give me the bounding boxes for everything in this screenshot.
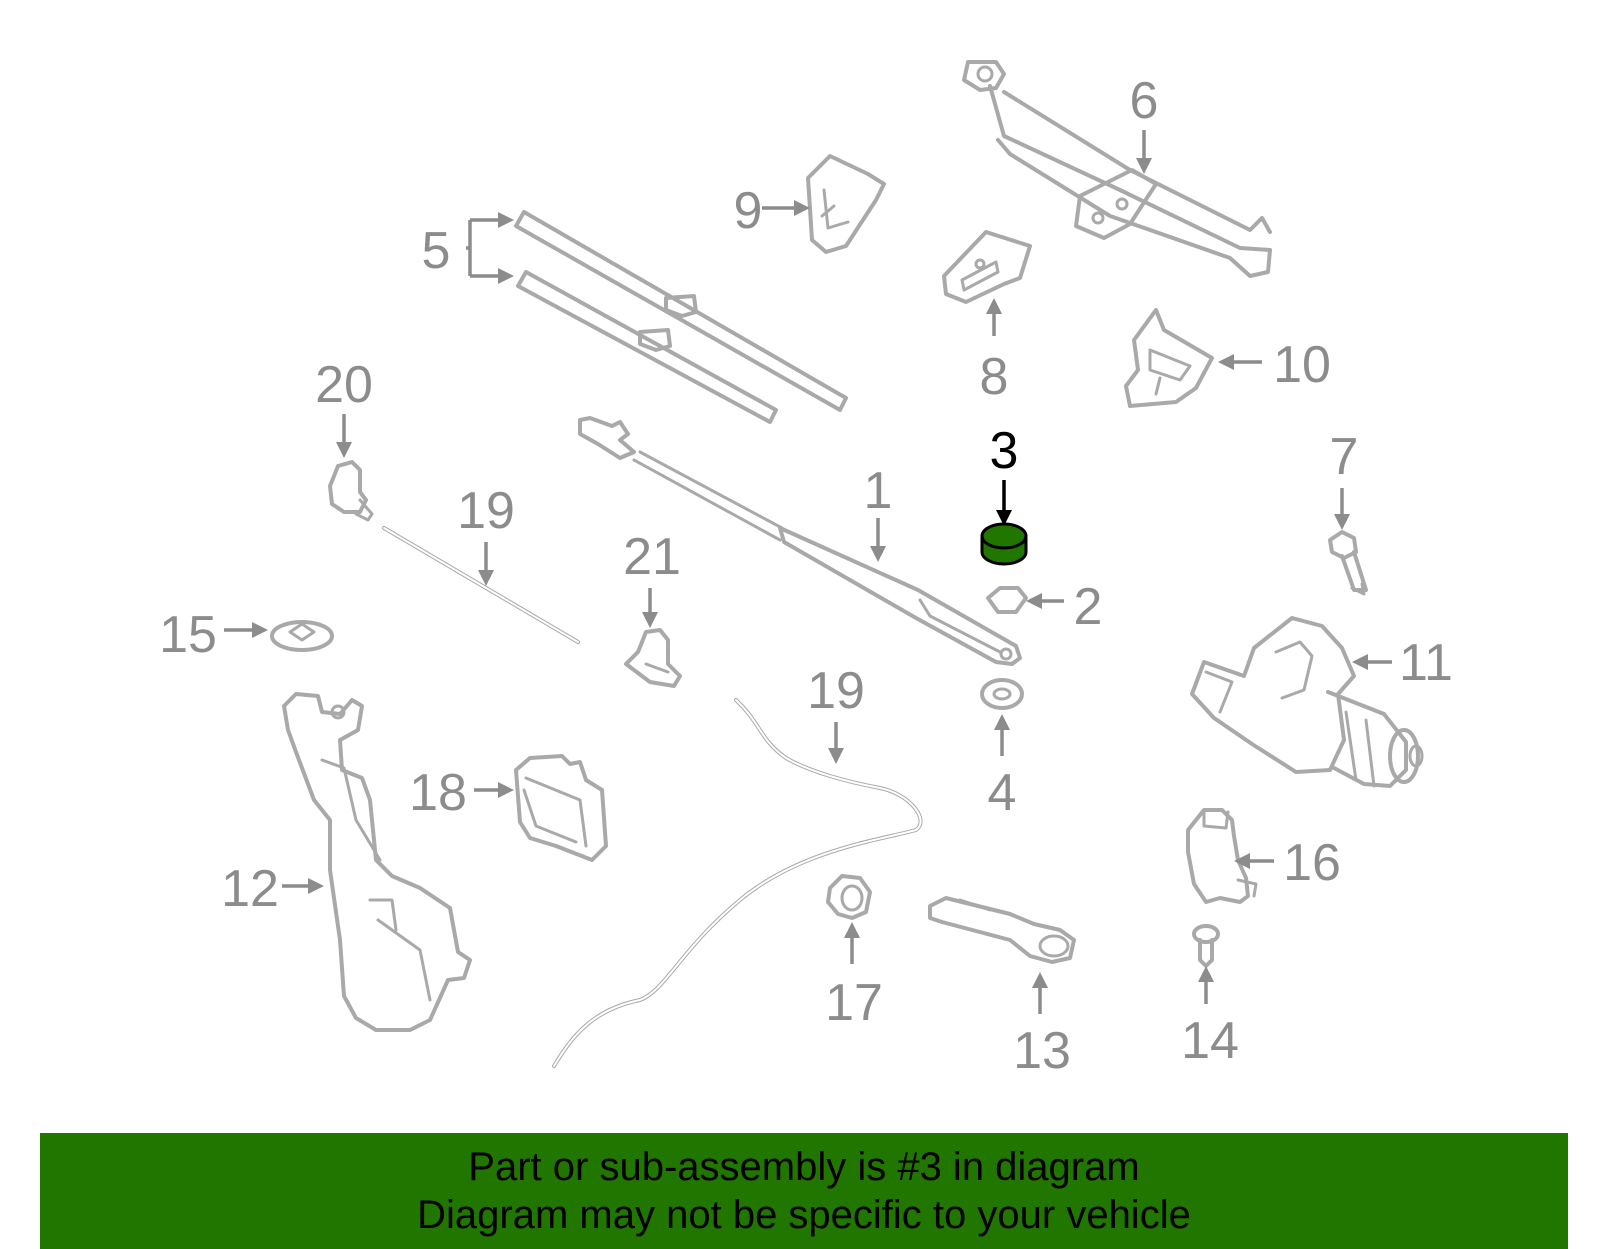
- part-9-bracket[interactable]: [806, 154, 886, 254]
- svg-text:21: 21: [623, 528, 681, 586]
- svg-text:9: 9: [734, 182, 763, 240]
- svg-text:5: 5: [422, 222, 451, 280]
- callout-17: 17: [825, 922, 883, 1032]
- part-12-washer-reservoir[interactable]: [282, 692, 472, 1032]
- part-11-wiper-motor[interactable]: [1190, 616, 1424, 788]
- svg-text:1: 1: [864, 462, 893, 520]
- callout-9: 9: [734, 182, 810, 240]
- svg-text:4: 4: [988, 764, 1017, 822]
- svg-text:19: 19: [807, 662, 865, 720]
- part-21-nozzle[interactable]: [624, 628, 682, 688]
- svg-text:11: 11: [1399, 634, 1453, 692]
- callout-1: 1: [864, 462, 893, 562]
- part-10-bracket[interactable]: [1124, 308, 1214, 408]
- callout-19a: 19: [457, 482, 515, 586]
- parts-diagram: 6 9 5 8: [159, 60, 1453, 1080]
- svg-text:8: 8: [980, 348, 1009, 406]
- callout-4: 4: [988, 714, 1017, 822]
- callout-3: 3: [990, 422, 1019, 526]
- svg-text:18: 18: [409, 764, 467, 822]
- part-8-bracket[interactable]: [942, 230, 1032, 304]
- part-1-wiper-arm[interactable]: [578, 416, 1022, 666]
- svg-text:19: 19: [457, 482, 515, 540]
- callout-8: 8: [980, 298, 1009, 406]
- part-19-hose-long[interactable]: [552, 698, 923, 1068]
- info-banner: Part or sub-assembly is #3 in diagram Di…: [40, 1133, 1568, 1249]
- svg-text:6: 6: [1130, 72, 1159, 130]
- part-19-hose-short[interactable]: [382, 526, 580, 644]
- svg-text:3: 3: [990, 422, 1019, 480]
- svg-text:14: 14: [1181, 1012, 1239, 1070]
- callout-18: 18: [409, 764, 514, 822]
- callout-20: 20: [315, 356, 373, 458]
- part-3-cap-highlighted[interactable]: [980, 522, 1028, 566]
- callout-16: 16: [1234, 834, 1341, 892]
- svg-text:16: 16: [1283, 834, 1341, 892]
- callout-5: 5: [422, 212, 514, 284]
- part-4-washer[interactable]: [980, 678, 1024, 710]
- callout-10: 10: [1218, 336, 1331, 394]
- part-17-grommet[interactable]: [826, 874, 872, 920]
- svg-text:2: 2: [1074, 578, 1103, 636]
- callout-12: 12: [221, 860, 324, 918]
- part-14-screw[interactable]: [1192, 924, 1220, 968]
- banner-line-2: Diagram may not be specific to your vehi…: [417, 1193, 1191, 1237]
- part-16-washer-pump[interactable]: [1186, 808, 1258, 904]
- svg-text:7: 7: [1330, 428, 1359, 486]
- part-13-connector[interactable]: [928, 896, 1076, 964]
- part-5-wiper-blades[interactable]: [514, 210, 848, 424]
- part-6-wiper-linkage[interactable]: [962, 60, 1272, 278]
- callout-6: 6: [1130, 72, 1159, 174]
- callout-2: 2: [1026, 578, 1102, 636]
- svg-text:10: 10: [1273, 336, 1331, 394]
- part-20-nozzle[interactable]: [328, 460, 374, 522]
- svg-text:17: 17: [825, 974, 883, 1032]
- part-15-cap[interactable]: [270, 620, 334, 652]
- svg-text:15: 15: [159, 606, 217, 664]
- callout-11: 11: [1352, 634, 1453, 692]
- svg-text:20: 20: [315, 356, 373, 414]
- part-2-nut[interactable]: [986, 586, 1028, 614]
- callout-19b: 19: [807, 662, 865, 764]
- callout-13: 13: [1013, 972, 1071, 1080]
- svg-text:12: 12: [221, 860, 279, 918]
- callout-7: 7: [1330, 428, 1359, 530]
- part-18-sensor[interactable]: [514, 754, 608, 862]
- callout-14: 14: [1181, 966, 1239, 1070]
- part-7-bolt[interactable]: [1328, 530, 1368, 596]
- callout-21: 21: [623, 528, 681, 628]
- svg-text:13: 13: [1013, 1022, 1071, 1080]
- banner-line-1: Part or sub-assembly is #3 in diagram: [468, 1145, 1140, 1189]
- callout-15: 15: [159, 606, 268, 664]
